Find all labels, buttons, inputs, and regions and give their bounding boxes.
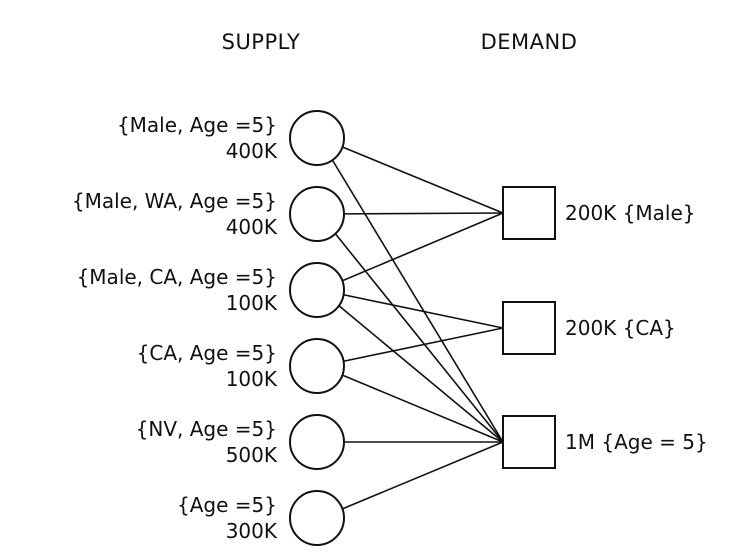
demand-node-1	[502, 186, 556, 240]
supply-node-1	[289, 110, 345, 166]
supply-amount-label: 100K	[226, 367, 278, 391]
edge-s2-d3	[334, 233, 504, 443]
edge-s1-d3	[331, 159, 504, 443]
demand-label: 200K {Male}	[565, 201, 695, 225]
supply-node-group: {Male, Age =5}400K{Male, WA, Age =5}400K…	[72, 110, 345, 546]
supply-amount-label: 400K	[226, 215, 278, 239]
demand-heading: DEMAND	[481, 30, 578, 54]
demand-node-3	[502, 415, 556, 469]
supply-attrs-label: {Male, WA, Age =5}	[72, 189, 277, 213]
edge-s3-d2	[343, 293, 504, 329]
supply-amount-label: 500K	[226, 443, 278, 467]
supply-attrs-label: {Age =5}	[177, 493, 277, 517]
supply-node-5	[289, 414, 345, 470]
supply-node-4	[289, 338, 345, 394]
edge-s3-d3	[338, 305, 504, 443]
demand-node-group: 200K {Male} 200K {CA} 1M {Age = 5}	[502, 186, 708, 469]
demand-node-2	[502, 301, 556, 355]
edge-s4-d2	[343, 327, 504, 363]
edge-s2-d1	[343, 212, 504, 215]
supply-attrs-label: {NV, Age =5}	[136, 417, 277, 441]
supply-amount-label: 400K	[226, 139, 278, 163]
edge-s3-d1	[342, 212, 504, 282]
supply-heading: SUPPLY	[222, 30, 301, 54]
edge-s4-d3	[342, 374, 504, 443]
supply-node-2	[289, 186, 345, 242]
supply-attrs-label: {Male, CA, Age =5}	[77, 265, 277, 289]
supply-amount-label: 100K	[226, 291, 278, 315]
supply-amount-label: 300K	[226, 519, 278, 543]
supply-attrs-label: {CA, Age =5}	[137, 341, 277, 365]
edge-s1-d1	[342, 146, 504, 214]
demand-label: 1M {Age = 5}	[565, 430, 708, 454]
supply-node-3	[289, 262, 345, 318]
demand-label: 200K {CA}	[565, 316, 676, 340]
supply-attrs-label: {Male, Age =5}	[117, 113, 277, 137]
edge-group	[331, 146, 504, 510]
supply-node-6	[289, 490, 345, 546]
edge-s6-d3	[342, 441, 504, 510]
